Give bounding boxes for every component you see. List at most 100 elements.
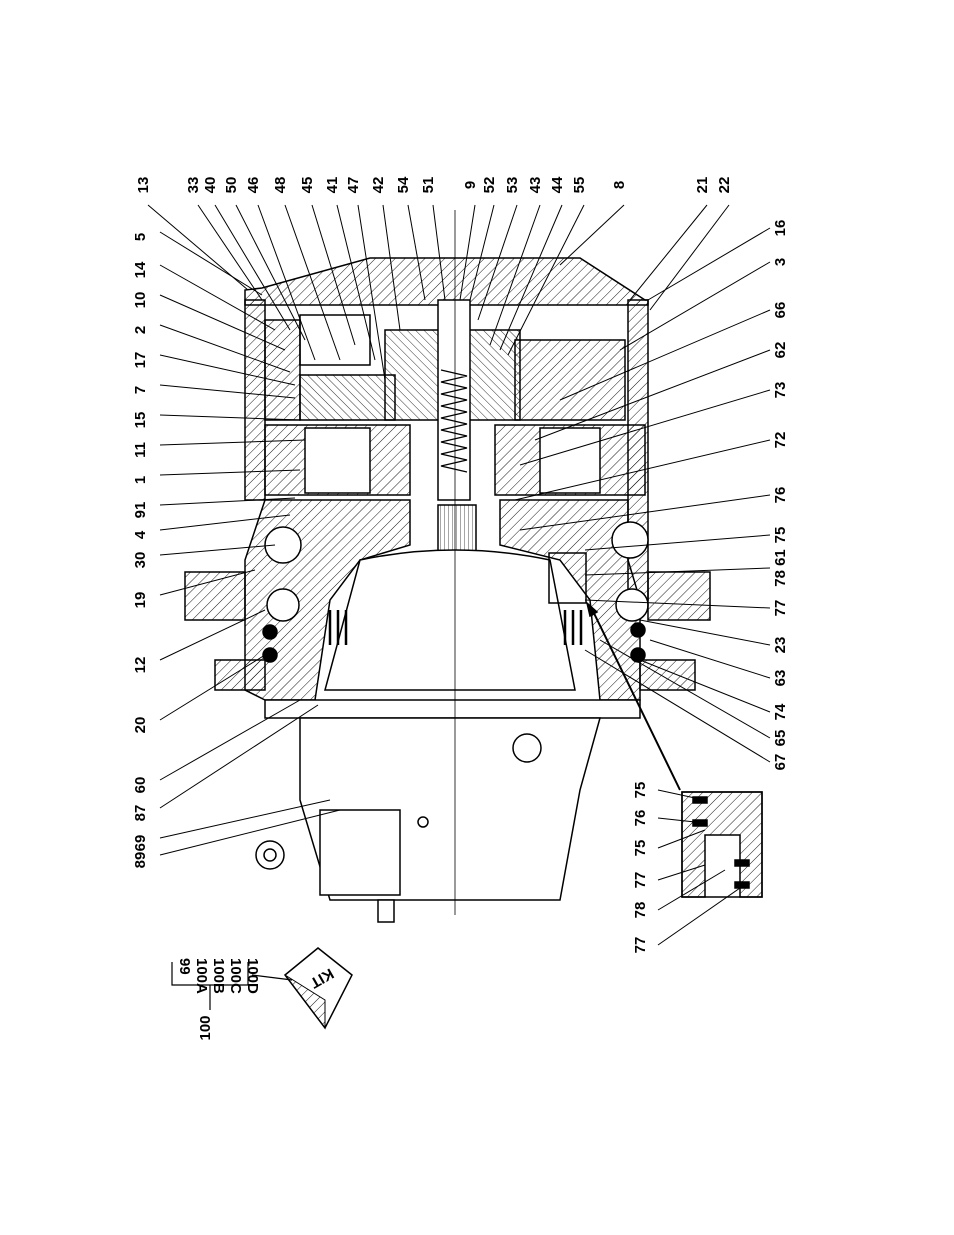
leader-left-2	[159, 294, 286, 351]
ring-gear-right	[514, 339, 626, 421]
leader-top-9	[382, 204, 401, 331]
planet-lower-white	[304, 427, 371, 494]
callout-inset-2: 75	[632, 840, 649, 857]
motor-port-left-inner	[263, 848, 277, 862]
leader-right-11	[649, 639, 771, 679]
leader-right-9	[584, 599, 771, 609]
callout-right-62: 62	[772, 342, 789, 359]
callout-top-51: 51	[420, 177, 437, 194]
kit-item-100D: 100D	[244, 958, 261, 994]
motor-fitting	[377, 899, 395, 923]
callout-top-21: 21	[694, 177, 711, 194]
callout-top-13: 13	[135, 177, 152, 194]
bearing-upper-left	[264, 526, 302, 564]
bottom-flange-left	[214, 659, 266, 691]
callout-left-14: 14	[132, 261, 149, 278]
leader-left-3	[159, 324, 291, 373]
brake-discs-left	[328, 610, 348, 645]
leader-top-6	[311, 204, 356, 346]
leader-left-8	[159, 469, 301, 476]
callout-top-55: 55	[571, 177, 588, 194]
callout-right-63: 63	[772, 670, 789, 687]
housing-left-wall	[244, 299, 266, 501]
leader-top-2	[214, 204, 291, 331]
callout-right-3: 3	[772, 258, 789, 266]
inset-detail	[681, 791, 763, 898]
callout-left-4: 4	[132, 530, 149, 539]
mount-flange-right	[647, 571, 711, 621]
bearing-lower-right	[615, 588, 649, 622]
leader-inset-2	[657, 829, 706, 849]
leader-top-18	[559, 204, 625, 266]
leader-left-17	[159, 799, 331, 839]
callout-top-41: 41	[324, 177, 341, 194]
brake-piston-bowl	[324, 549, 576, 691]
leader-inset-4	[657, 869, 726, 911]
seal-left-a	[262, 624, 278, 640]
kit-item-100A: 100A	[193, 958, 210, 994]
leader-right-13	[599, 639, 771, 739]
leader-right-7	[584, 534, 771, 551]
bottom-flange-right	[639, 659, 696, 691]
callout-right-73: 73	[772, 382, 789, 399]
callout-right-66: 66	[772, 302, 789, 319]
leader-left-12	[159, 569, 256, 596]
planet-lower-right-white	[539, 427, 601, 494]
callout-left-1: 1	[132, 476, 149, 484]
ring-gear-left	[264, 319, 301, 421]
motor-valve-block	[319, 809, 401, 896]
callout-top-53: 53	[504, 177, 521, 194]
callout-left-69: 69	[132, 835, 149, 852]
leader-inset-5	[657, 887, 741, 946]
callout-inset-3: 77	[632, 872, 649, 889]
leader-top-11	[432, 204, 446, 301]
callout-top-22: 22	[716, 177, 733, 194]
callout-left-89: 89	[132, 852, 149, 869]
seal-left-b	[262, 647, 278, 663]
leader-right-10	[639, 619, 771, 646]
bearing-upper-right	[611, 521, 649, 559]
callout-top-54: 54	[395, 176, 412, 193]
leader-right-0	[647, 227, 771, 301]
leader-right-12	[639, 659, 771, 713]
motor-plug	[417, 816, 429, 828]
callout-right-72: 72	[772, 432, 789, 449]
callout-left-30: 30	[132, 552, 149, 569]
leader-top-12	[459, 204, 476, 301]
leader-top-13	[469, 204, 495, 301]
leader-inset-0	[657, 789, 696, 799]
callout-top-33: 33	[185, 177, 202, 194]
seal-right-a	[630, 622, 646, 638]
leader-left-14	[159, 654, 266, 721]
leader-right-14	[584, 649, 771, 763]
callout-top-48: 48	[272, 177, 289, 194]
detail-arrow-line	[589, 604, 681, 791]
callout-left-5: 5	[132, 233, 149, 241]
bearing-lower-left	[266, 588, 300, 622]
callout-top-42: 42	[370, 177, 387, 194]
callout-left-20: 20	[132, 717, 149, 734]
leader-left-1	[159, 264, 276, 331]
leader-top-14	[477, 204, 518, 321]
callout-top-45: 45	[299, 177, 316, 194]
leader-top-1	[197, 204, 263, 301]
callout-right-74: 74	[772, 703, 789, 720]
callout-top-47: 47	[345, 177, 362, 194]
callout-top-43: 43	[527, 177, 544, 194]
cover-housing	[244, 257, 649, 306]
leader-left-15	[159, 699, 301, 781]
leader-right-5	[514, 439, 771, 501]
kit-leader	[251, 974, 293, 981]
callout-leader-lines	[147, 204, 771, 946]
brake-discs-right	[563, 610, 583, 645]
callout-right-75: 75	[772, 527, 789, 544]
kit-item-99: 99	[176, 958, 193, 975]
callout-right-16: 16	[772, 220, 789, 237]
leader-right-6	[519, 494, 771, 531]
base-plate	[264, 699, 641, 719]
callout-right-23: 23	[772, 637, 789, 654]
motor-cross-section	[171, 210, 763, 1030]
center-spring	[440, 369, 468, 473]
